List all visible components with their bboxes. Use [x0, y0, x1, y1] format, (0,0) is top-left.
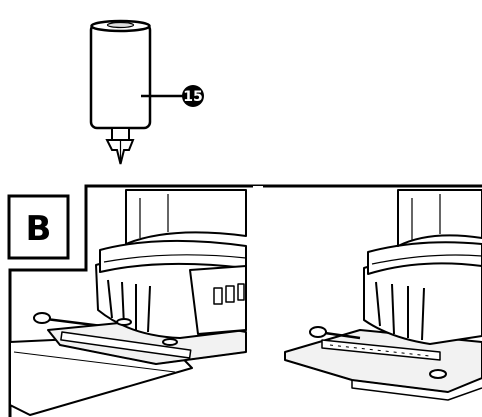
- housing-collar-right: [367, 241, 482, 275]
- callout-circle: [182, 85, 204, 107]
- housing-upper: [125, 189, 247, 245]
- section-badge: B: [7, 194, 70, 260]
- cylinder-part: [89, 19, 152, 165]
- callout-number: 15: [183, 89, 202, 105]
- section-letter: B: [26, 209, 52, 249]
- clamp-bar-right: [321, 339, 441, 361]
- cylinder-body: [89, 22, 152, 130]
- sander-left: [9, 189, 247, 416]
- cylinder-top-hole: [106, 21, 135, 29]
- sander-right: [284, 189, 482, 401]
- section-badge-box: [7, 194, 70, 260]
- lever-knob: [33, 312, 51, 324]
- cylinder-shaft: [111, 127, 130, 141]
- section-frame: [8, 184, 482, 417]
- callout-marker: 15: [182, 85, 204, 107]
- frame-border: [8, 184, 482, 417]
